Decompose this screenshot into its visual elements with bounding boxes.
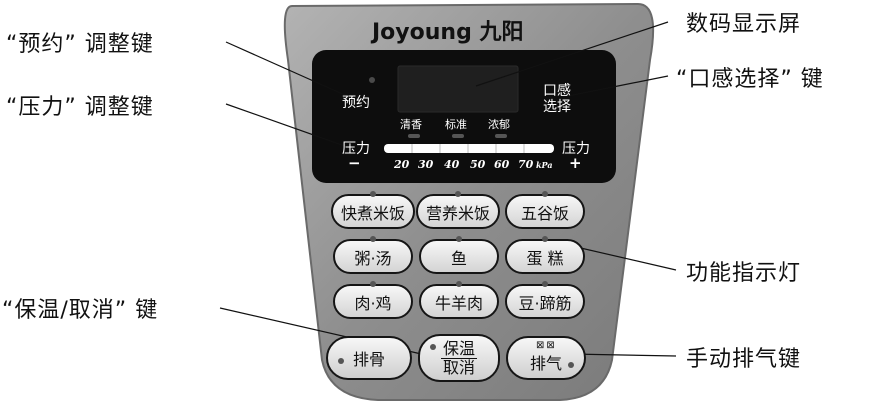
vent-icon: ⊠⊠ [536, 340, 557, 351]
pressure-label-left: 压力 [342, 141, 370, 157]
button-quick-rice[interactable]: 快煮米饭 [331, 191, 415, 229]
button-label: 鱼 [450, 248, 467, 268]
button-label: 排骨 [352, 350, 385, 369]
indicator-led [456, 281, 462, 287]
indicator-led [370, 281, 376, 287]
pressure-tick-50: 50 [470, 158, 486, 171]
cancel-label: 取消 [442, 357, 475, 377]
taste-led-standard [452, 134, 464, 138]
button-beef-mutton[interactable]: 牛羊肉 [419, 281, 499, 319]
pressure-bar [384, 144, 554, 153]
button-bean-tendon[interactable]: 豆·蹄筋 [505, 281, 585, 319]
timer-led [369, 77, 375, 83]
pressure-tick-60: 60 [494, 158, 510, 171]
indicator-led [370, 191, 376, 197]
pressure-unit: kPa [536, 160, 553, 170]
callout-manual-vent-key: 手动排气键 [686, 347, 802, 372]
brand-logo: Joyoung 九阳 [372, 20, 524, 45]
leader-pressure [225, 103, 357, 151]
indicator-led [370, 236, 376, 242]
button-label: 蛋 糕 [526, 248, 564, 268]
button-label: 肉·鸡 [354, 293, 392, 313]
taste-label-line2: 选择 [543, 99, 571, 115]
button-meat-chicken[interactable]: 肉·鸡 [333, 281, 413, 319]
button-label: 粥·汤 [354, 248, 392, 268]
lcd-window [397, 65, 519, 113]
leader-timer [225, 41, 357, 101]
button-label: 营养米饭 [425, 203, 490, 223]
taste-option-rich: 浓郁 [488, 118, 510, 131]
indicator-led [542, 281, 548, 287]
pressure-tick-20: 20 [394, 158, 410, 171]
button-label: 牛羊肉 [434, 293, 483, 313]
button-keep-warm-cancel[interactable]: 保温 取消 [418, 334, 500, 382]
button-label: 豆·蹄筋 [518, 293, 572, 313]
indicator-led [568, 362, 574, 368]
button-label: 快煮米饭 [340, 203, 405, 223]
pressure-tick-70: 70 [518, 158, 534, 171]
pressure-tick-40: 40 [444, 158, 460, 171]
callout-digital-display: 数码显示屏 [686, 12, 802, 37]
taste-option-fresh: 清香 [400, 118, 422, 131]
indicator-led [542, 236, 548, 242]
button-manual-vent[interactable]: ⊠⊠ 排气 [506, 336, 586, 380]
indicator-led [542, 191, 548, 197]
callout-pressure-key: “压力” 调整键 [6, 95, 154, 120]
pressure-plus-label: + [569, 154, 582, 172]
callout-function-indicator: 功能指示灯 [686, 261, 802, 286]
button-ribs[interactable]: 排骨 [326, 336, 412, 380]
timer-label: 预约 [342, 95, 370, 111]
taste-option-standard: 标准 [445, 118, 467, 131]
indicator-led [430, 344, 436, 350]
taste-led-rich [495, 134, 507, 138]
taste-led-fresh [408, 134, 420, 138]
button-grain-rice[interactable]: 五谷饭 [505, 191, 585, 229]
indicator-led [455, 191, 461, 197]
indicator-led [338, 358, 344, 364]
pressure-tick-30: 30 [418, 158, 434, 171]
leader-display [475, 21, 669, 87]
keep-warm-label: 保温 [440, 338, 477, 359]
leader-taste [567, 75, 669, 97]
button-porridge-soup[interactable]: 粥·汤 [333, 236, 413, 274]
taste-label-line1: 口感 [543, 83, 571, 99]
callout-timer-key: “预约” 调整键 [6, 32, 154, 57]
leader-vent [569, 353, 677, 357]
pressure-label-right: 压力 [562, 141, 590, 157]
pressure-minus-label: − [348, 154, 361, 172]
button-nutrition-rice[interactable]: 营养米饭 [416, 191, 500, 229]
button-fish[interactable]: 鱼 [419, 236, 499, 274]
button-cake[interactable]: 蛋 糕 [505, 236, 585, 274]
callout-taste-select-key: “口感选择” 键 [676, 67, 824, 92]
indicator-led [456, 236, 462, 242]
button-label: 五谷饭 [520, 203, 569, 223]
button-label: 排气 [529, 354, 562, 373]
callout-keep-warm-cancel-key: “保温/取消” 键 [2, 298, 159, 323]
